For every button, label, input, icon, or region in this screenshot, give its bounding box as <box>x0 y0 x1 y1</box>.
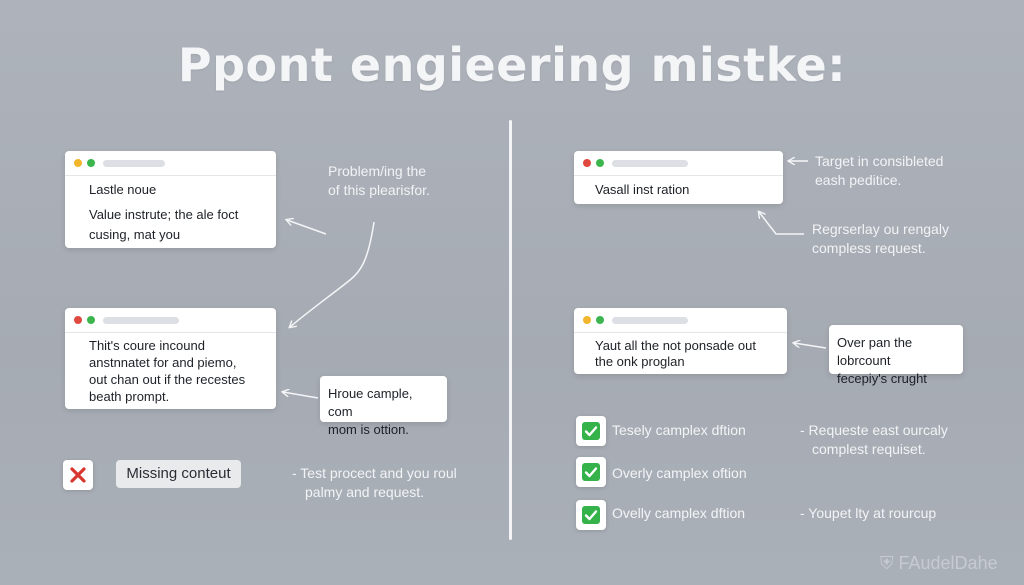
left-callout: Hroue cample, com mom is ottion. <box>320 376 447 437</box>
window-dot-yellow-icon <box>583 316 591 324</box>
right-side-note-2: - Youpet lty at rourcup <box>800 504 936 523</box>
arrow-request-to-card <box>759 212 804 235</box>
note-line: complest requiset. <box>812 441 926 457</box>
card-text-line: anstnnatet for and piemo, <box>89 355 237 370</box>
note-line: compless request. <box>812 240 926 256</box>
checkbox-2 <box>576 457 606 487</box>
titlebar-placeholder <box>612 160 688 167</box>
card-text-line: Yaut all the not ponsade out <box>595 338 756 353</box>
missing-content-label: Missing conteut <box>116 460 241 488</box>
note-line: eash peditice. <box>815 172 902 188</box>
window-titlebar <box>574 308 787 333</box>
card-text-line: the onk proglan <box>595 354 685 369</box>
checkmark-icon <box>582 506 600 524</box>
right-prompt-card-2: Yaut all the not ponsade out the onk pro… <box>574 308 787 374</box>
center-divider <box>509 120 512 540</box>
card-text-line: Thit's coure incound <box>89 338 205 353</box>
window-dot-green-icon <box>596 159 604 167</box>
card-text-line: Vasall inst ration <box>595 182 690 197</box>
card-text-line: out chan out if the recestes <box>89 372 246 387</box>
left-note-1: Problem/ing the of this plearisfor. <box>328 162 430 200</box>
watermark-shield-icon: ⛨ <box>880 553 894 573</box>
note-line: - Youpet lty at rourcup <box>800 505 937 521</box>
titlebar-placeholder <box>612 317 688 324</box>
callout-line: Over pan the lobrcount <box>837 335 913 368</box>
watermark: ⛨ FAudelDahe <box>880 553 998 574</box>
checklist-item-label: Overly camplex oftion <box>612 465 747 481</box>
arrow-note-to-card1 <box>287 220 327 235</box>
window-dot-red-icon <box>583 159 591 167</box>
window-dot-green-icon <box>596 316 604 324</box>
window-dot-green-icon <box>87 159 95 167</box>
card-text-line: beath prompt. <box>89 389 170 404</box>
right-callout: Over pan the lobrcount fecepiy's crught <box>829 325 963 386</box>
note-line: - Requeste east ourcaly <box>800 422 948 438</box>
checkbox-1 <box>576 416 606 446</box>
left-note-2: - Test procect and you roul palmy and re… <box>292 464 457 502</box>
watermark-text: FAudelDahe <box>898 553 998 573</box>
checkbox-3 <box>576 500 606 530</box>
window-dot-green-icon <box>87 316 95 324</box>
note-line: palmy and request. <box>305 484 425 500</box>
window-titlebar <box>65 151 276 176</box>
callout-line: Hroue cample, com <box>328 386 413 419</box>
window-titlebar <box>65 308 276 333</box>
right-note-2: Regrserlay ou rengaly compless request. <box>812 220 949 258</box>
note-line: Target in consibleted <box>815 153 944 169</box>
note-line: Problem/ing the <box>328 163 427 179</box>
note-line: - Test procect and you roul <box>292 465 457 481</box>
left-prompt-card-1: Lastle noue Value instrute; the ale foct… <box>65 151 276 248</box>
right-prompt-card-1: Vasall inst ration <box>574 151 783 204</box>
page-title: Ppont engieering mistke: <box>177 38 847 92</box>
card-text-line: cusing, mat you <box>89 227 181 242</box>
x-icon <box>70 467 86 483</box>
window-titlebar <box>574 151 783 176</box>
card-heading: Lastle noue <box>89 182 157 197</box>
checkmark-icon <box>582 463 600 481</box>
left-prompt-card-2: Thit's coure incound anstnnatet for and … <box>65 308 276 409</box>
arrow-note-to-card2 <box>290 221 375 327</box>
right-note-1: Target in consibleted eash peditice. <box>815 152 943 190</box>
titlebar-placeholder <box>103 160 165 167</box>
callout-line: mom is ottion. <box>328 422 409 437</box>
titlebar-placeholder <box>103 317 179 324</box>
window-dot-yellow-icon <box>74 159 82 167</box>
window-dot-red-icon <box>74 316 82 324</box>
note-line: Regrserlay ou rengaly <box>812 221 949 237</box>
right-side-note-1: - Requeste east ourcaly complest requise… <box>800 421 948 459</box>
card-text-line: Value instrute; the ale foct <box>89 207 239 222</box>
missing-status-box <box>63 460 93 490</box>
arrow-callout-to-card2-right <box>794 343 827 349</box>
checklist-item-label: Tesely camplex dftion <box>612 422 746 438</box>
checkmark-icon <box>582 422 600 440</box>
checklist-item-label: Ovelly camplex dftion <box>612 505 746 521</box>
callout-line: fecepiy's crught <box>837 371 927 386</box>
note-line: of this plearisfor. <box>328 182 430 198</box>
arrow-callout-to-card2 <box>283 392 319 399</box>
